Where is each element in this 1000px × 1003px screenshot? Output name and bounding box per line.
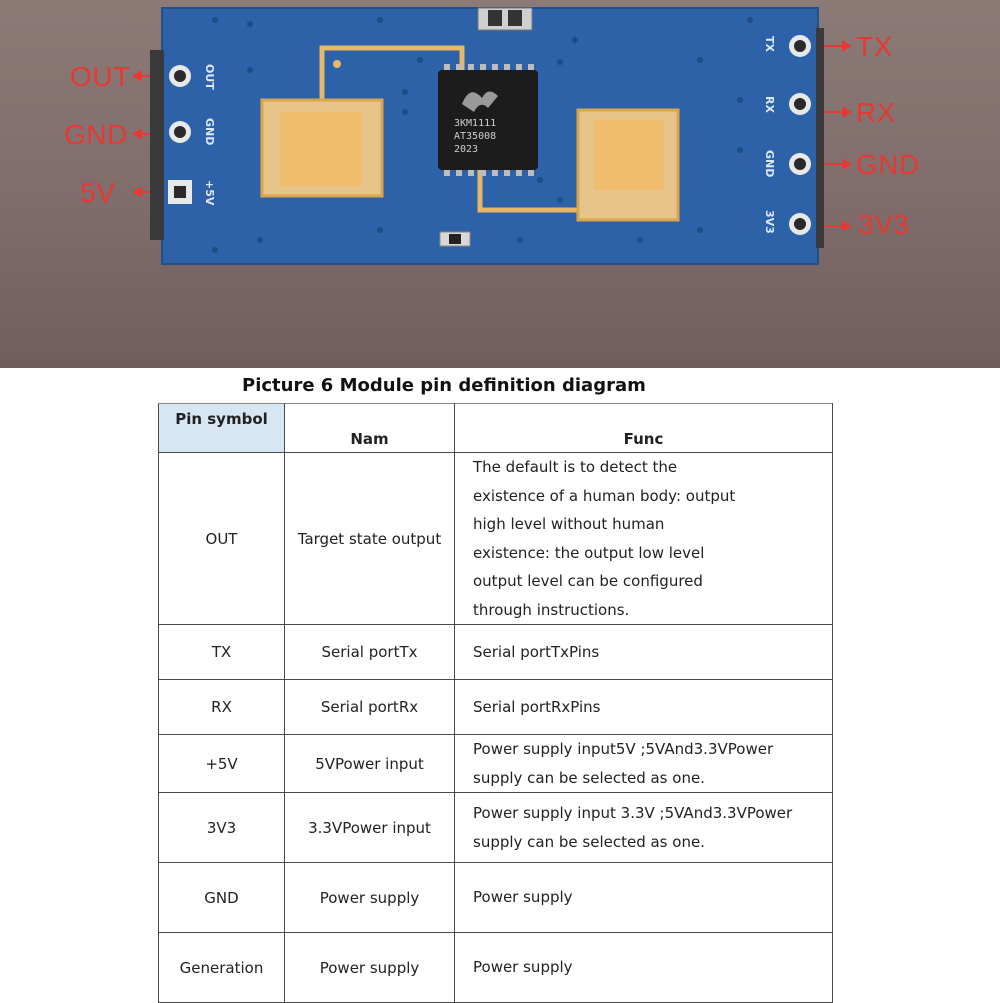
pin-definition-table: Pin symbol Nam Func OUT Target state out… <box>158 403 833 1003</box>
chip-marking-line-1: 3KM1111 <box>454 118 496 129</box>
cell-nam: Target state output <box>284 452 455 625</box>
func-line: Power supply <box>473 888 573 907</box>
cell-nam: Power supply <box>284 862 455 933</box>
func-line: existence of a human body: output <box>473 486 736 505</box>
func-line: Power supply input5V ;5VAnd3.3VPower <box>473 740 774 758</box>
pin-label-gnd-left: GND <box>64 119 128 150</box>
table-row: GND Power supply Power supply <box>158 862 833 933</box>
chip-marking-line-2: AT35008 <box>454 131 496 142</box>
header-nam: Nam <box>284 403 455 453</box>
cell-nam: Power supply <box>284 932 455 1003</box>
cell-func: Power supply input5V ;5VAnd3.3VPower sup… <box>454 734 833 793</box>
figure-caption: Picture 6 Module pin definition diagram <box>242 375 646 396</box>
silk-label-5v: +5V <box>203 180 216 206</box>
cell-pin: 3V3 <box>158 792 285 863</box>
header-pin-symbol: Pin symbol <box>158 403 285 453</box>
func-line: output level can be configured <box>473 572 703 590</box>
pcb-module-illustration: 3KM1111 AT35008 2023 OUT GND +5V TX RX G… <box>131 7 853 265</box>
func-line: Serial portTxPins <box>473 642 600 661</box>
cell-func: Power supply <box>454 932 833 1003</box>
cell-nam: 5VPower input <box>284 734 455 793</box>
pin-label-tx: TX <box>856 31 893 62</box>
module-photo: 3KM1111 AT35008 2023 OUT GND +5V TX RX G… <box>0 0 1000 368</box>
silk-label-3v3: 3V3 <box>763 210 776 234</box>
func-line: The default is to detect the <box>473 458 678 476</box>
table-row: 3V3 3.3VPower input Power supply input 3… <box>158 792 833 863</box>
func-line: existence: the output low level <box>473 543 705 562</box>
table-row: TX Serial portTx Serial portTxPins <box>158 624 833 680</box>
silk-label-gnd-left: GND <box>203 118 216 145</box>
cell-func: Serial portRxPins <box>454 679 833 735</box>
func-line: supply can be selected as one. <box>473 832 705 851</box>
cell-pin: +5V <box>158 734 285 793</box>
cell-pin: RX <box>158 679 285 735</box>
func-line: through instructions. <box>473 600 630 619</box>
silk-label-rx: RX <box>763 96 776 113</box>
table-row: +5V 5VPower input Power supply input5V ;… <box>158 734 833 793</box>
pin-label-3v3: 3V3 <box>858 209 910 240</box>
cell-nam: Serial portRx <box>284 679 455 735</box>
cell-func: Power supply input 3.3V ;5VAnd3.3VPower … <box>454 792 833 863</box>
cell-pin: OUT <box>158 452 285 625</box>
cell-pin: Generation <box>158 932 285 1003</box>
silk-label-tx: TX <box>763 36 776 53</box>
cell-nam: 3.3VPower input <box>284 792 455 863</box>
silk-label-gnd-right: GND <box>763 150 776 177</box>
pin-arrows <box>131 40 853 232</box>
table-row: Generation Power supply Power supply <box>158 932 833 1003</box>
cell-pin: TX <box>158 624 285 680</box>
func-line: Power supply <box>473 958 573 977</box>
pin-label-gnd-right: GND <box>856 149 920 180</box>
silk-label-out: OUT <box>203 64 216 90</box>
func-line: Power supply input 3.3V ;5VAnd3.3VPower <box>473 804 793 822</box>
table-header-row: Pin symbol Nam Func <box>158 403 833 453</box>
pin-label-5v: 5V <box>80 177 116 208</box>
func-line: high level without human <box>473 515 665 533</box>
pin-label-out: OUT <box>70 61 131 92</box>
cell-nam: Serial portTx <box>284 624 455 680</box>
header-func: Func <box>454 403 833 453</box>
func-line: Serial portRxPins <box>473 697 601 716</box>
left-header-pins <box>150 50 192 240</box>
func-line: supply can be selected as one. <box>473 768 705 787</box>
cell-func: Power supply <box>454 862 833 933</box>
cell-func: The default is to detect the existence o… <box>454 452 833 625</box>
pin-label-rx: RX <box>856 97 896 128</box>
radar-chip: 3KM1111 AT35008 2023 <box>438 64 538 176</box>
cell-pin: GND <box>158 862 285 933</box>
cell-func: Serial portTxPins <box>454 624 833 680</box>
table-row: OUT Target state output The default is t… <box>158 452 833 625</box>
right-header-pins <box>789 28 824 248</box>
table-row: RX Serial portRx Serial portRxPins <box>158 679 833 735</box>
chip-marking-line-3: 2023 <box>454 144 478 155</box>
